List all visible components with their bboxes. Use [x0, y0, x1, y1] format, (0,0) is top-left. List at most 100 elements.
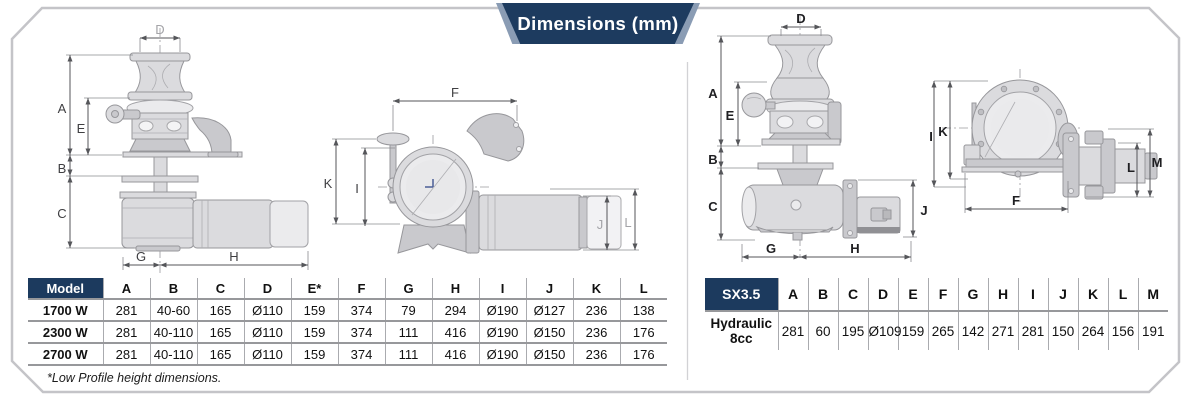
frame-border [10, 6, 1181, 394]
dim-label-l: L [624, 215, 631, 230]
windlass-front-dimensions: D A E B C G H [57, 22, 309, 270]
value-cell: 195 [838, 311, 869, 350]
value-cell: 236 [573, 343, 621, 366]
value-cell: 79 [385, 299, 433, 322]
value-cell: 191 [1141, 323, 1165, 339]
table-row: 2300 W 281 40-110 165 Ø110 159 374 111 4… [28, 321, 667, 344]
table-row: 1700 W 281 40-60 165 Ø110 159 374 79 294… [28, 299, 667, 322]
col-header-e: E* [291, 278, 339, 300]
value-cell: 271 [988, 311, 1019, 350]
model-cell: 2300 W [28, 321, 104, 344]
motor [478, 194, 583, 251]
sx35-front-drawing: D A E B C J G H [708, 11, 928, 262]
col-header-c: C [838, 278, 869, 312]
motor [192, 199, 274, 249]
dim-label-b: B [58, 161, 67, 176]
dim-label-d: D [155, 22, 164, 37]
value-cell: Ø190 [479, 299, 527, 322]
value-cell: 265 [928, 311, 959, 350]
right-table-header-row: SX3.5 A B C D E F G H I J K L M [705, 278, 1168, 312]
col-header-e: E [898, 278, 929, 312]
left-table-header-row: Model A B C D E* F G H I J K L [28, 278, 667, 300]
col-header-b: B [150, 278, 198, 300]
value-cell: 159 [291, 321, 339, 344]
sx35-front-art [741, 16, 901, 258]
dim-label-g: G [766, 241, 776, 256]
col-header-k: K [573, 278, 621, 300]
value-cell: 40-60 [150, 299, 198, 322]
sx35-side-dimensions: I K L M F [929, 80, 1162, 213]
sx35-side-art [942, 69, 1163, 203]
value-cell: 60 [808, 311, 839, 350]
value-cell: 142 [958, 311, 989, 350]
table-row: Hydraulic 8cc 281 60 195 Ø109 159 265 14… [705, 311, 1168, 350]
dim-label-f: F [451, 85, 459, 100]
sx35-side-drawing: I K L M F [929, 69, 1163, 213]
col-header-f: F [928, 278, 959, 312]
value-cell: 281 [778, 311, 809, 350]
drive-shaft [1078, 146, 1102, 186]
col-header-l: L [1108, 278, 1139, 312]
col-header-j: J [526, 278, 574, 300]
value-cell: 374 [338, 343, 386, 366]
col-header-g: G [385, 278, 433, 300]
value-cell: 264 [1078, 311, 1109, 350]
value-cell: Ø110 [244, 321, 292, 344]
clutch-knob [741, 92, 767, 118]
value-cell: 374 [338, 321, 386, 344]
model-cell: 1700 W [28, 299, 104, 322]
dimensions-badge: Dimensions (mm) [496, 3, 700, 44]
value-cell: 165 [197, 299, 245, 322]
badge-label: Dimensions (mm) [517, 12, 679, 34]
dim-label-i: I [929, 129, 933, 144]
value-cell: 150 [1048, 311, 1079, 350]
model-cell: 2700 W [28, 343, 104, 366]
value-cell: 281 [103, 343, 151, 366]
col-header-l: L [620, 278, 667, 300]
col-header-j: J [1048, 278, 1079, 312]
col-header-g: G [958, 278, 989, 312]
value-cell: Ø190 [479, 343, 527, 366]
col-header-d: D [244, 278, 292, 300]
col-header-model: Model [28, 278, 104, 300]
capstan-drum [133, 60, 187, 95]
value-cell: Ø150 [526, 343, 574, 366]
value-cell: 416 [432, 321, 480, 344]
col-header-a: A [778, 278, 809, 312]
windlass-front-art [105, 28, 309, 273]
col-header-i: I [479, 278, 527, 300]
value-cell: Ø190 [479, 321, 527, 344]
col-header-d: D [868, 278, 899, 312]
capstan-top-flange [129, 52, 191, 62]
value-cell: 111 [385, 343, 433, 366]
value-cell: 236 [573, 299, 621, 322]
dim-label-i: I [355, 181, 359, 196]
value-cell: 281 [1018, 311, 1049, 350]
dim-label-h: H [229, 249, 238, 264]
table-row: 2700 W 281 40-110 165 Ø110 159 374 111 4… [28, 343, 667, 366]
col-header-a: A [103, 278, 151, 300]
value-cell: 176 [620, 321, 667, 344]
value-cell: 40-110 [150, 343, 198, 366]
value-cell: 416 [432, 343, 480, 366]
col-header-f: F [338, 278, 386, 300]
value-cell: 281 [103, 321, 151, 344]
dim-label-h: H [850, 241, 859, 256]
windlass-side-drawing: F K I J L [324, 85, 639, 254]
dim-label-k: K [938, 124, 948, 139]
dim-label-f: F [1012, 193, 1020, 208]
value-cell: Ø150 [526, 321, 574, 344]
col-header-b: B [808, 278, 839, 312]
capstan-drum [773, 44, 827, 79]
dim-label-b: B [708, 152, 717, 167]
dim-label-j: J [920, 203, 927, 218]
value-cell: 40-110 [150, 321, 198, 344]
value-cell: Ø110 [244, 299, 292, 322]
value-cell: 111 [385, 321, 433, 344]
dim-label-c: C [708, 199, 718, 214]
value-cell: 236 [573, 321, 621, 344]
value-cell: 156 [1108, 311, 1139, 350]
dim-label-g: G [136, 249, 146, 264]
pressure-knob [376, 132, 410, 146]
hawse-elbow [191, 117, 232, 156]
